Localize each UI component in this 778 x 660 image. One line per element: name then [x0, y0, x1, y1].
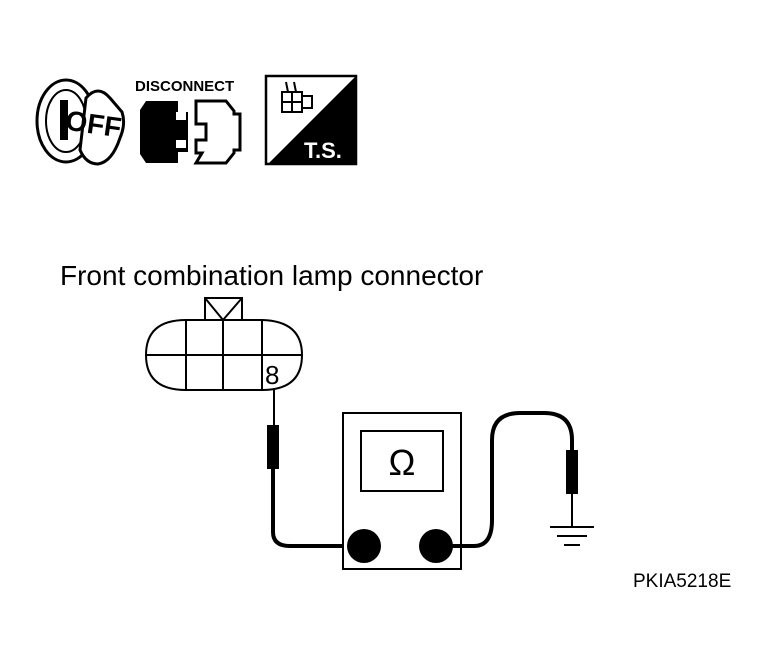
figure-code: PKIA5218E	[633, 571, 731, 592]
probe-lead-left	[267, 390, 357, 548]
ignition-off-icon: OFF	[35, 78, 126, 166]
tester-ts-icon: T.S.	[264, 74, 358, 166]
connector-title: Front combination lamp connector	[60, 260, 483, 291]
probe-lead-right	[440, 411, 578, 548]
meter-ohm-symbol: Ω	[389, 442, 416, 483]
ohmmeter	[342, 412, 462, 570]
terminal-number: 8	[265, 360, 279, 390]
disconnect-label: DISCONNECT	[135, 78, 234, 95]
connector-face	[144, 297, 304, 391]
disconnect-icon: DISCONNECT	[135, 78, 242, 165]
ground-symbol-icon	[550, 526, 594, 546]
ignition-off-label: OFF	[64, 105, 124, 143]
tester-ts-label: T.S.	[304, 138, 342, 163]
meter-jack-left	[347, 529, 381, 563]
meter-jack-right	[419, 529, 453, 563]
